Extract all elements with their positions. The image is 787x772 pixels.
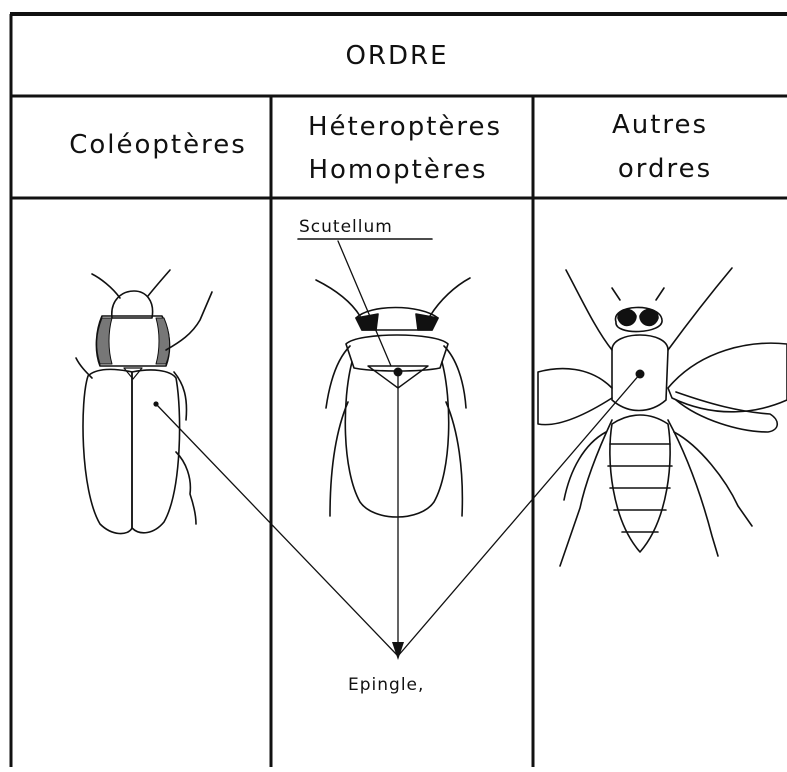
epingle-label: Epingle,	[348, 675, 424, 695]
header-title: ORDRE	[345, 41, 448, 71]
fly-illustration	[538, 268, 787, 566]
bug-illustration	[316, 278, 470, 517]
column-header-ordres: ordres	[618, 154, 712, 184]
column-header-homopteres: Homoptères	[308, 155, 487, 185]
beetle-illustration	[76, 270, 212, 534]
column-header-autres: Autres	[612, 110, 708, 140]
column-header-coleopteres: Coléoptères	[69, 130, 247, 160]
scutellum-label: Scutellum	[299, 217, 393, 237]
leader-from-fly	[398, 374, 640, 656]
column-header-heteropteres: Héteroptères	[308, 112, 502, 142]
pin-leader-lines	[156, 372, 640, 656]
leader-from-beetle	[156, 404, 398, 656]
scutellum-leader	[338, 241, 391, 366]
